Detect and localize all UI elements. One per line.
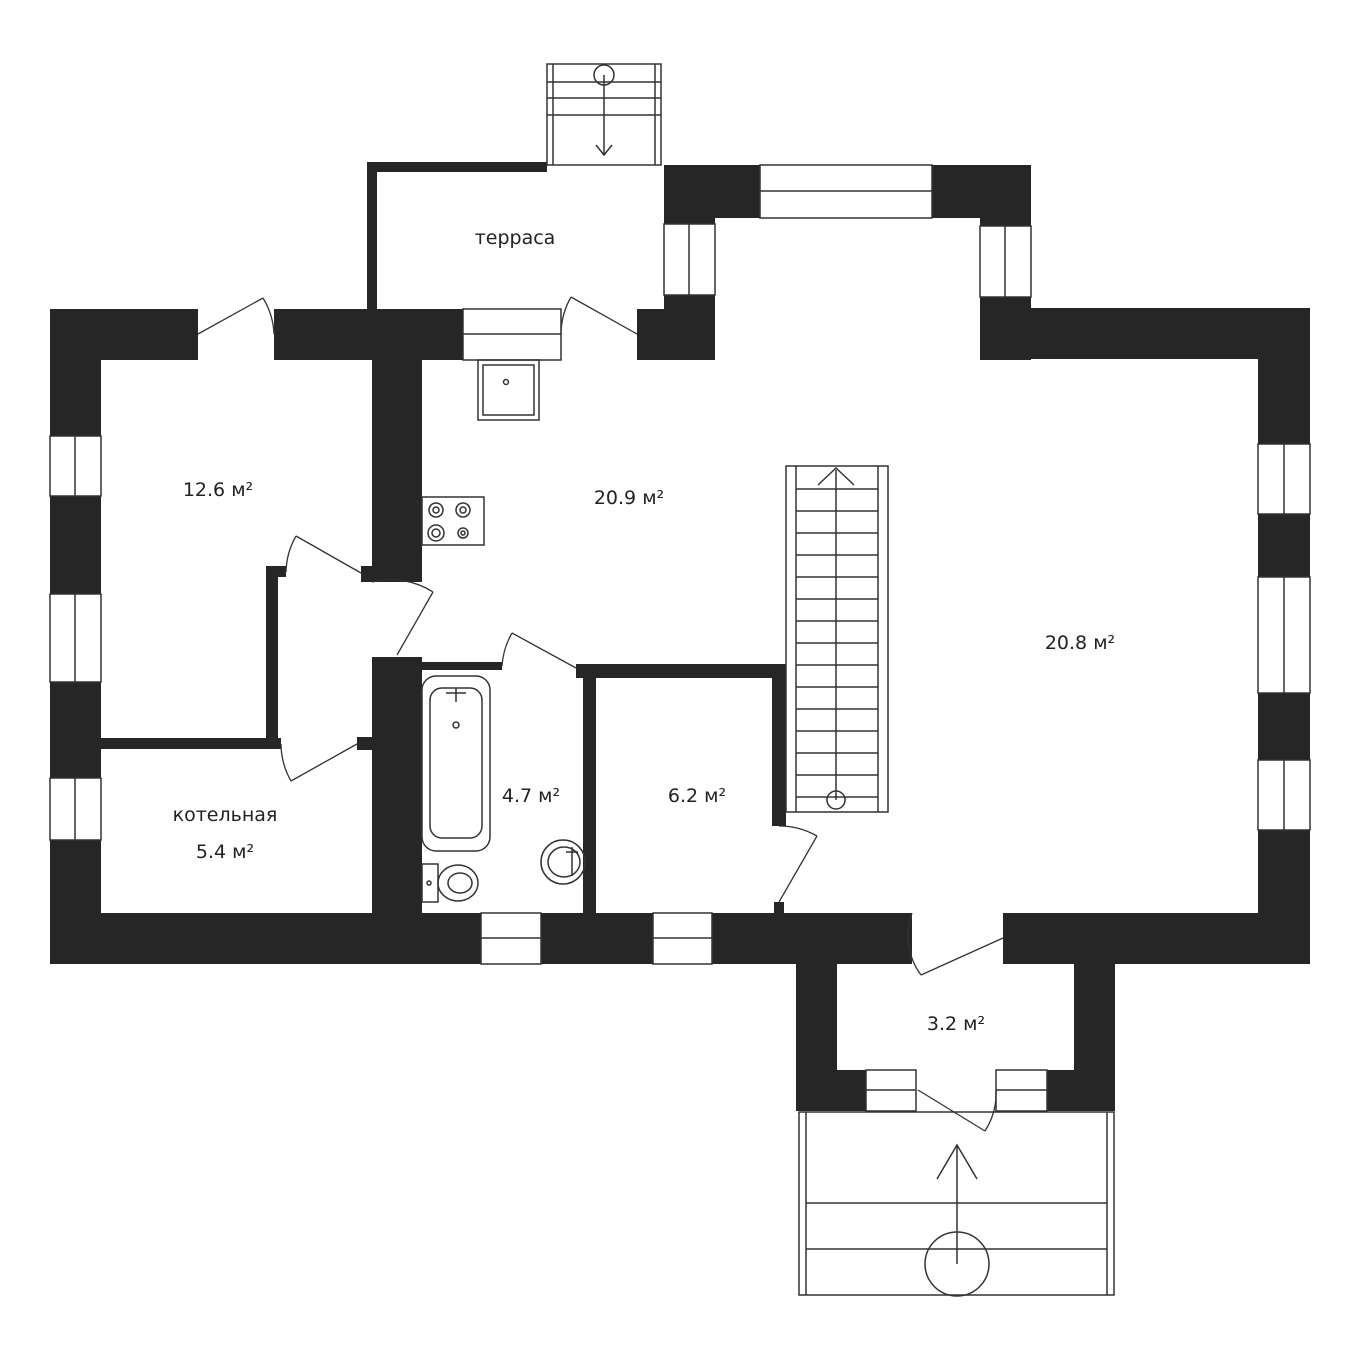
bedroom-area: 12.6 м² [183, 479, 253, 501]
door-bedroom [285, 535, 362, 574]
stove-icon [421, 496, 485, 546]
doors [197, 296, 1004, 1132]
door-bathroom [501, 632, 577, 669]
interior-staircase [785, 465, 889, 813]
sink-icon [477, 359, 540, 421]
washbasin-icon [540, 839, 586, 885]
terrace-label: терраса [475, 227, 556, 249]
boiler-room-area: 5.4 м² [196, 841, 254, 863]
bathroom-area: 4.7 м² [502, 785, 560, 807]
door-kitchen-terrace [560, 296, 638, 335]
kitchen-area: 20.9 м² [594, 487, 664, 509]
door-entrance [917, 1089, 997, 1132]
door-boiler [280, 743, 358, 782]
toilet-icon [421, 863, 479, 903]
boiler-room-label: котельная [173, 804, 278, 826]
living-room-area: 20.8 м² [1045, 632, 1115, 654]
door-hall-kitchen [371, 579, 434, 656]
windows [49, 164, 1311, 1112]
walls [50, 162, 1310, 1111]
top-stairs [546, 63, 662, 166]
door-vestibule [907, 912, 1004, 976]
storage-area: 6.2 м² [668, 785, 726, 807]
room-labels: терраса 12.6 м² 20.9 м² 20.8 м² котельна… [173, 227, 1116, 1035]
door-storage [778, 825, 818, 903]
entrance-stairs [798, 1111, 1115, 1297]
bathtub-icon [421, 675, 491, 852]
vestibule-area: 3.2 м² [927, 1013, 985, 1035]
door-bedroom-exterior [197, 297, 275, 335]
